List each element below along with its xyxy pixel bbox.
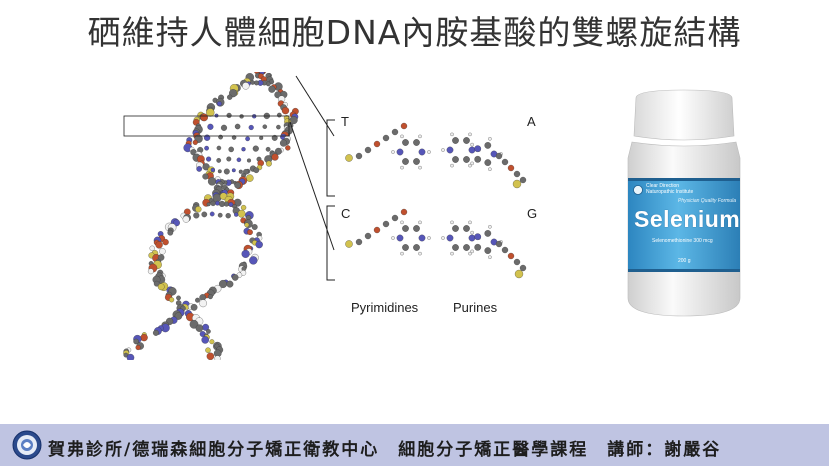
footer-text: 賀弗診所/德瑞森細胞分子矯正衛教中心 細胞分子矯正醫學課程 講師：謝嚴谷 [48, 440, 722, 460]
base-label-t: T [341, 114, 349, 129]
bracket-tA [326, 119, 335, 197]
bottle-ingredient: Selenomethionine 300 mcg [652, 238, 713, 244]
bottle-tagline: Physician Quality Formula [678, 198, 737, 204]
bottle-brand-line1: Clear Direction [646, 183, 680, 189]
dna-helix-illustration [123, 72, 299, 360]
clinic-logo-icon [12, 430, 42, 460]
bottle-product-name: Selenium [634, 206, 741, 232]
caption-pyrimidines: Pyrimidines [351, 300, 419, 315]
bracket-cG [326, 205, 335, 281]
base-label-g: G [527, 206, 538, 221]
base-pair-molecules [345, 122, 527, 279]
bottle-brand-line2: Naturopathic Institute [646, 189, 694, 195]
base-label-a: A [527, 114, 536, 129]
caption-purines: Purines [453, 300, 498, 315]
slide-title: 硒維持人體細胞DNA內胺基酸的雙螺旋結構 [87, 13, 742, 52]
base-pair-diagram: T A C G Pyrimidines Purines [325, 80, 550, 325]
helix-atoms [123, 72, 299, 360]
footer-bar: 賀弗診所/德瑞森細胞分子矯正衛教中心 細胞分子矯正醫學課程 講師：謝嚴谷 [0, 424, 829, 466]
bottle-shape [627, 89, 741, 317]
base-label-c: C [341, 206, 351, 221]
molecule-atoms [345, 122, 527, 279]
bottle-weight: 200 g [678, 258, 691, 264]
selenium-bottle: Clear Direction Naturopathic Institute P… [620, 88, 748, 320]
